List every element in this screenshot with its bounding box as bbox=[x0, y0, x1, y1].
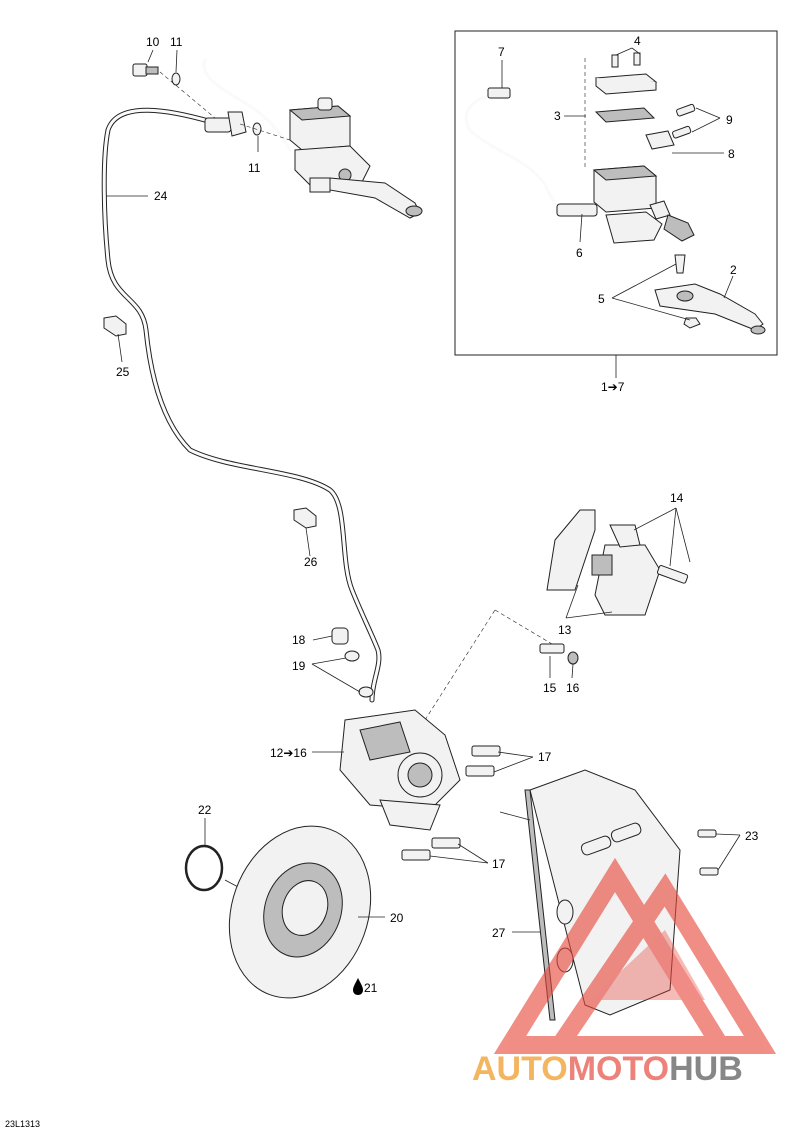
callout-13: 13 bbox=[558, 623, 572, 637]
leader-lines bbox=[106, 47, 741, 933]
oil-drop-icon bbox=[353, 978, 363, 995]
drawing-number: 23L1313 bbox=[5, 1119, 40, 1129]
plate-screw bbox=[697, 829, 717, 838]
caliper-bolt bbox=[471, 745, 501, 757]
callout-11: 11 bbox=[248, 161, 261, 175]
hose-clip bbox=[103, 315, 127, 337]
callout-1-to-7: 1➔7 bbox=[601, 380, 625, 394]
callout-21: 21 bbox=[364, 981, 378, 995]
callout-5: 5 bbox=[598, 292, 605, 306]
callout-17: 17 bbox=[492, 857, 506, 871]
hose-clip bbox=[293, 507, 317, 529]
watermark-text: AUTOMOTOHUB bbox=[472, 1050, 743, 1088]
callout-15: 15 bbox=[543, 681, 557, 695]
watermark-auto: AUTO bbox=[472, 1050, 568, 1088]
inset-master-cylinder bbox=[464, 52, 766, 335]
callout-10: 10 bbox=[146, 35, 160, 49]
sealing-washer bbox=[344, 650, 360, 662]
brake-pads bbox=[424, 509, 689, 721]
callout-9: 9 bbox=[726, 113, 733, 127]
caliper-bolt bbox=[431, 837, 461, 849]
caliper-bolt bbox=[465, 765, 495, 777]
callout-20: 20 bbox=[390, 911, 404, 925]
watermark-logo bbox=[493, 857, 777, 1054]
callout-2: 2 bbox=[730, 263, 737, 277]
plate-screw bbox=[699, 867, 719, 876]
callout-11: 11 bbox=[170, 35, 183, 49]
callout-7: 7 bbox=[498, 45, 505, 59]
callout-27: 27 bbox=[492, 926, 506, 940]
bleeder-screw bbox=[539, 643, 565, 654]
sealing-washer bbox=[171, 72, 181, 86]
callout-4: 4 bbox=[634, 34, 641, 48]
watermark-moto: MOTO bbox=[568, 1050, 669, 1088]
o-ring bbox=[184, 844, 224, 892]
banjo-bolt-caliper bbox=[331, 627, 349, 645]
callout-23: 23 bbox=[745, 829, 759, 843]
callout-25: 25 bbox=[116, 365, 130, 379]
callout-8: 8 bbox=[728, 147, 735, 161]
brake-caliper bbox=[339, 709, 461, 831]
callout-16: 16 bbox=[566, 681, 580, 695]
brake-disc bbox=[228, 825, 372, 999]
banjo-bolt bbox=[132, 63, 159, 77]
callout-6: 6 bbox=[576, 246, 583, 260]
sealing-washer bbox=[252, 122, 262, 136]
sealing-washer bbox=[358, 686, 374, 698]
callout-19: 19 bbox=[292, 659, 306, 673]
bleeder-cap bbox=[567, 651, 579, 665]
callout-18: 18 bbox=[292, 633, 306, 647]
master-cylinder-assembly bbox=[202, 58, 423, 219]
callout-17: 17 bbox=[538, 750, 552, 764]
watermark-hub: HUB bbox=[669, 1050, 743, 1088]
callout-24: 24 bbox=[154, 189, 168, 203]
callout-3: 3 bbox=[554, 109, 561, 123]
caliper-bolt bbox=[401, 849, 431, 861]
callout-14: 14 bbox=[670, 491, 684, 505]
brake-hose bbox=[101, 107, 382, 703]
callout-12-to-16: 12➔16 bbox=[270, 746, 307, 760]
callout-22: 22 bbox=[198, 803, 212, 817]
callout-26: 26 bbox=[304, 555, 318, 569]
